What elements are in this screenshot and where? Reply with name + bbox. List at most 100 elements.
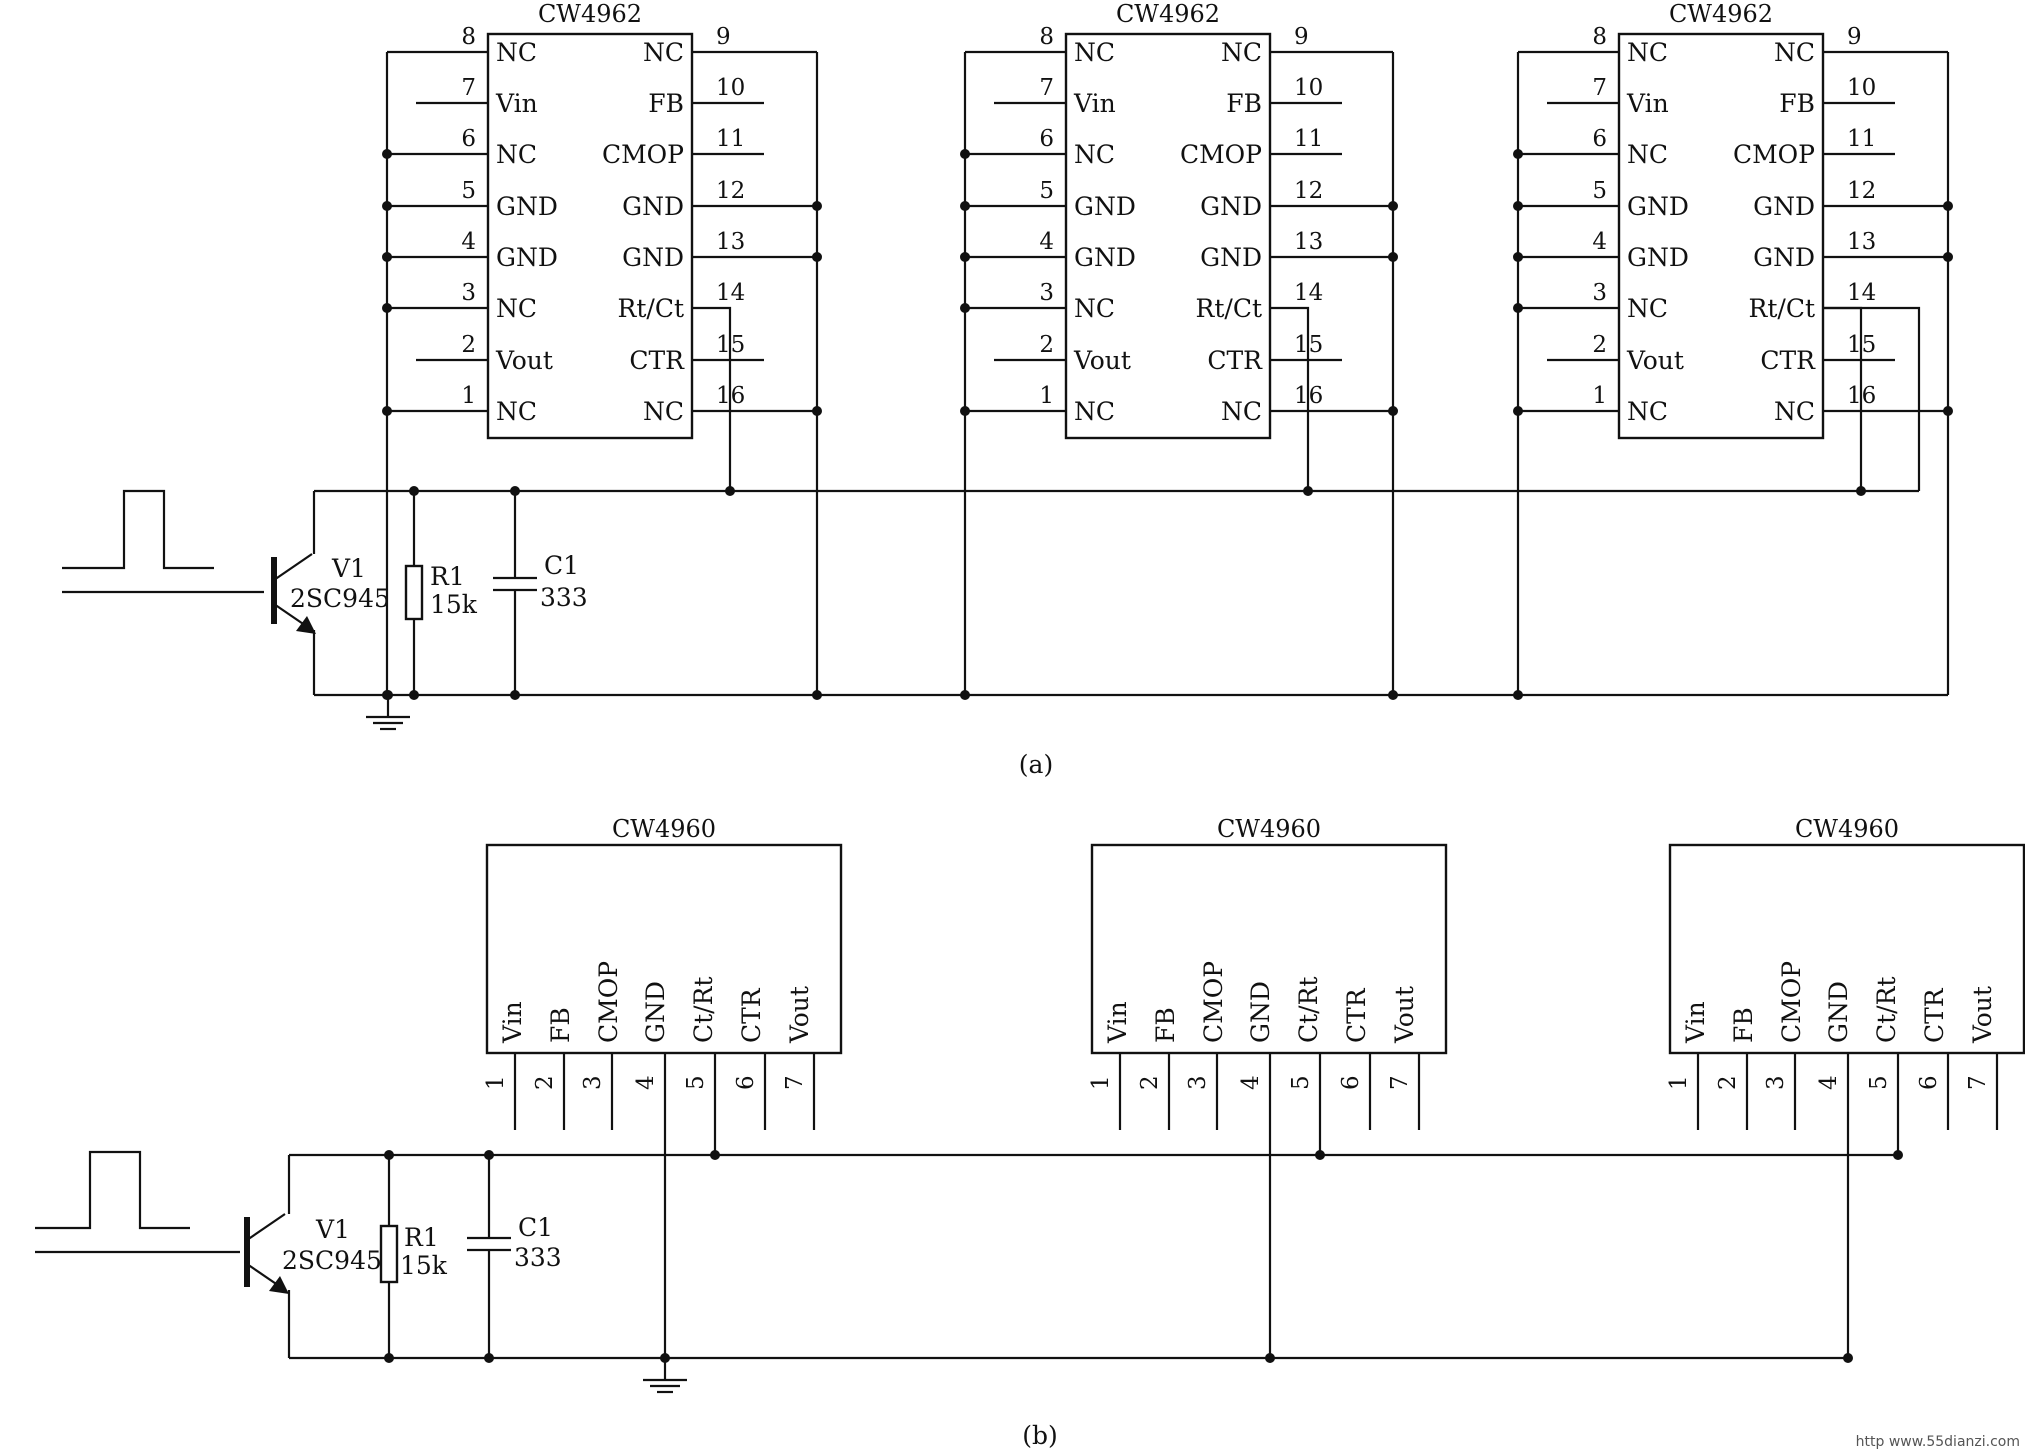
pin-number: 7 [1039,75,1054,101]
pin-number: 5 [1039,178,1054,204]
pin-name: Vin [1626,89,1669,118]
npn-transistor [271,553,316,634]
resistor [379,1155,399,1358]
pin-number: 5 [1288,1075,1314,1090]
pin-number: 16 [1294,383,1323,409]
emitter-arrow [269,1276,289,1294]
input-pulse-symbol [62,489,264,594]
npn-transistor [244,1213,289,1294]
junction-dot [382,149,392,159]
pulse-waveform [62,489,214,570]
pin-number: 4 [1238,1075,1264,1090]
resistor-value: 15k [430,590,478,619]
chip-name: CW4960 [1795,815,1899,843]
pin-number: 7 [782,1075,808,1090]
pin-name: NC [496,38,537,67]
pin-name: NC [496,294,537,323]
junction-dot [960,406,970,416]
pin-name: Vout [1073,346,1131,375]
pin-number: 1 [1039,383,1054,409]
pin-name: CTR [1342,987,1371,1043]
pin-name: NC [1627,140,1668,169]
pin-name: GND [1246,981,1275,1043]
pin-number: 6 [1338,1075,1364,1090]
pin-number: 12 [1847,178,1876,204]
transistor-collector [246,1213,286,1241]
watermark-text: http www.55dianzi.com [1856,1434,2020,1450]
pin-number: 6 [461,126,476,152]
pin-name: CMOP [594,961,623,1043]
pin-number: 1 [483,1075,509,1090]
pin-number: 4 [1039,229,1054,255]
chip-body [486,32,694,440]
pin-number: 3 [461,280,476,306]
pin-number: 1 [1592,383,1607,409]
pin-name: GND [1200,192,1262,221]
pin-number: 13 [1294,229,1323,255]
pin-name: GND [1824,981,1853,1043]
pin-name: Vout [1390,986,1419,1044]
junction-dot [1513,406,1523,416]
resistor [404,491,424,695]
pin-name: CTR [737,987,766,1043]
junction-dot [812,201,822,211]
pin-name: Ct/Rt [689,977,718,1043]
pin-number: 2 [1715,1075,1741,1090]
pin-number: 8 [1592,24,1607,50]
pin-name: NC [1221,38,1262,67]
pin-number: 7 [1592,75,1607,101]
junction-dot [510,690,520,700]
rtct-wire [692,306,732,491]
junction-dot [1513,149,1523,159]
pin-name: NC [1774,38,1815,67]
pin-number: 3 [1185,1075,1211,1090]
pin-name: CMOP [1733,140,1815,169]
pin-number: 2 [1592,332,1607,358]
pin-number: 10 [1294,75,1323,101]
pin-name: Vout [1968,986,1997,1044]
pulse-waveform [35,1150,190,1230]
rtct-wire [1270,306,1310,491]
pin-number: 5 [1592,178,1607,204]
pin-number: 6 [733,1075,759,1090]
pin-name: Vout [785,986,814,1044]
pin-name: CMOP [1199,961,1228,1043]
pin-name: Ct/Rt [1294,977,1323,1043]
pin-name: CMOP [602,140,684,169]
pin-number: 10 [1847,75,1876,101]
pin-number: 3 [580,1075,606,1090]
transistor-type: 2SC945 [282,1246,382,1275]
pin-number: 2 [532,1075,558,1090]
junction-dot [484,1150,494,1160]
chip-body [1668,843,2025,1055]
chip-name: CW4960 [1217,815,1321,843]
pin-number: 2 [1137,1075,1163,1090]
cw4962-chip-2: CW49628NC7Vin6NC5GND4GND3NC2Vout1NC9NC10… [960,0,1398,700]
resistor-body [379,1224,399,1284]
pin-number: 14 [1847,280,1876,306]
pin-number: 5 [683,1075,709,1090]
diagram-a: CW49628NC7Vin6NC5GND4GND3NC2Vout1NC9NC10… [62,0,1953,779]
pin-number: 1 [1088,1075,1114,1090]
pin-number: 13 [1847,229,1876,255]
junction-dot [1388,201,1398,211]
pin-name: NC [1627,294,1668,323]
pin-number: 2 [1039,332,1054,358]
ground-symbol [366,695,410,731]
ground-symbol [643,1358,687,1394]
pin-number: 8 [1039,24,1054,50]
pin-name: CMOP [1777,961,1806,1043]
pin-name: GND [641,981,670,1043]
pin-name: GND [1074,243,1136,272]
pin-name: GND [1753,192,1815,221]
junction-dot [409,690,419,700]
pin-name: CTR [1920,987,1949,1043]
pin-name: GND [1200,243,1262,272]
junction-dot [1943,252,1953,262]
pin-number: 3 [1592,280,1607,306]
junction-dot [812,252,822,262]
pin-number: 15 [1847,332,1876,358]
resistor-body [404,564,424,621]
